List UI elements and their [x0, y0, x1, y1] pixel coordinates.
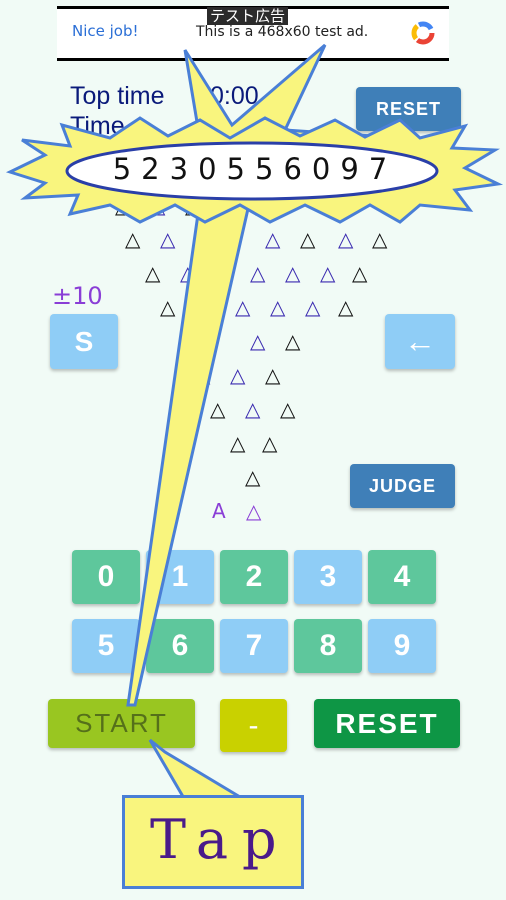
triangle-mark: △ [210, 397, 226, 421]
triangle-mark: △ [305, 295, 321, 319]
keypad-key-4[interactable]: 4 [368, 550, 436, 604]
triangle-mark: △ [195, 295, 211, 319]
triangle-mark: △ [180, 261, 196, 285]
tap-callout-box [122, 795, 304, 889]
keypad-key-1[interactable]: 1 [146, 550, 214, 604]
tap-text: Tap [150, 808, 291, 871]
triangle-mark: △ [285, 329, 301, 353]
triangle-mark: △ [262, 431, 278, 455]
triangle-mark: △ [235, 295, 251, 319]
triangle-mark: △ [255, 194, 271, 218]
triangle-mark: △ [285, 261, 301, 285]
triangle-mark: △ [250, 329, 266, 353]
reset-button[interactable]: RESET [314, 699, 460, 748]
keypad-key-0[interactable]: 0 [72, 550, 140, 604]
judge-button[interactable]: JUDGE [350, 464, 455, 508]
triangle-mark: △ [265, 363, 281, 387]
triangle-mark: △ [150, 194, 166, 218]
triangle-mark: △ [230, 431, 246, 455]
triangle-mark: △ [338, 295, 354, 319]
triangle-mark: △ [245, 465, 261, 489]
keypad-key-9[interactable]: 9 [368, 619, 436, 673]
triangle-mark: △ [195, 227, 211, 251]
triangle-mark: △ [220, 194, 236, 218]
triangle-mark: △ [145, 261, 161, 285]
triangle-mark: △ [115, 194, 131, 218]
ad-test-tag: テスト広告 [207, 7, 289, 25]
back-arrow-button[interactable]: ← [385, 314, 455, 369]
triangle-mark: △ [160, 227, 176, 251]
reset-small-button[interactable]: RESET [356, 87, 461, 131]
ad-text[interactable]: This is a 468x60 test ad. [196, 24, 369, 40]
top-time-value: 0:00 [210, 82, 259, 110]
triangle-mark: △ [280, 397, 296, 421]
top-time-label: Top time [70, 82, 165, 110]
keypad-key-7[interactable]: 7 [220, 619, 288, 673]
triangle-mark: △ [270, 295, 286, 319]
burst-digits: 5230556097 [112, 152, 398, 186]
triangle-mark: △ [372, 227, 388, 251]
plus-minus-label: ±10 [52, 282, 103, 310]
minus-button[interactable]: - [220, 699, 287, 752]
ad-headline[interactable]: Nice job! [72, 22, 139, 40]
triangle-mark: △ [125, 227, 141, 251]
triangle-mark: △ [250, 261, 266, 285]
triangle-mark: △ [265, 227, 281, 251]
triangle-mark: △ [160, 295, 176, 319]
triangle-mark: △ [185, 194, 201, 218]
keypad-key-2[interactable]: 2 [220, 550, 288, 604]
triangle-mark: △ [245, 397, 261, 421]
keypad-key-8[interactable]: 8 [294, 619, 362, 673]
keypad-key-5[interactable]: 5 [72, 619, 140, 673]
triangle-mark: △ [180, 329, 196, 353]
triangle-mark: △ [195, 363, 211, 387]
triangle-mark: △ [230, 363, 246, 387]
start-button[interactable]: START [48, 699, 195, 748]
ad-choices-icon[interactable] [410, 20, 436, 46]
keypad-key-3[interactable]: 3 [294, 550, 362, 604]
triangle-mark: A [212, 499, 226, 523]
s-button[interactable]: S [50, 314, 118, 369]
triangle-mark: △ [246, 499, 262, 523]
keypad-key-6[interactable]: 6 [146, 619, 214, 673]
triangle-mark: △ [320, 261, 336, 285]
triangle-mark: △ [338, 227, 354, 251]
time-label: Time [70, 112, 125, 140]
triangle-mark: △ [352, 261, 368, 285]
triangle-mark: △ [300, 227, 316, 251]
